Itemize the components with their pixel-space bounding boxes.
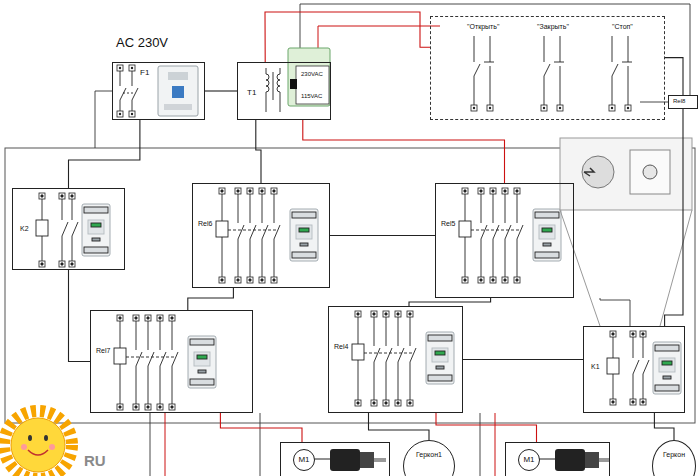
node-label: K2 <box>19 225 30 233</box>
node-label: Rel8 <box>672 98 686 105</box>
relay-box: K1 <box>583 326 685 413</box>
transformer-box: T1 230VAC 115VAC <box>237 62 331 120</box>
wire <box>205 90 237 91</box>
contactor-box: Rel6 <box>192 183 330 288</box>
node-label: "Стоп" <box>611 23 634 31</box>
wire <box>256 120 261 183</box>
contactor-box: Rel5 <box>435 183 574 298</box>
wire <box>409 298 491 306</box>
wire <box>220 413 302 442</box>
node-label: 115VAC <box>300 93 323 100</box>
wire <box>369 413 430 440</box>
contactor-box: Rel7 <box>90 310 253 413</box>
wire <box>265 12 430 62</box>
wire <box>330 235 435 236</box>
node-label: 230VAC <box>300 71 324 78</box>
node-label: Rel4 <box>333 343 349 351</box>
node-label: Rel6 <box>197 220 213 228</box>
reed-switch: Геркон1 <box>403 440 455 476</box>
wire <box>665 58 683 95</box>
node-label: F1 <box>139 69 150 78</box>
motor-box: M1 <box>505 442 610 476</box>
watermark-text: RU <box>84 452 106 469</box>
breaker-panel: AC 230VF1 <box>112 62 205 120</box>
node-label: T1 <box>246 89 257 98</box>
wire <box>463 359 583 360</box>
wire <box>69 120 140 188</box>
wire <box>69 270 91 362</box>
wire <box>665 109 683 326</box>
node-label: Rel7 <box>95 347 111 355</box>
relay-box: Rel8 <box>668 95 698 109</box>
wire <box>654 413 674 440</box>
node-label: M1 <box>518 449 540 471</box>
button-panel: "Открыть" "Закрыть" "Стоп" <box>430 16 665 120</box>
node-label: "Открыть" <box>466 23 500 31</box>
wire <box>188 288 234 310</box>
node-label: Геркон1 <box>415 451 443 459</box>
node-label: Геркон <box>662 451 686 459</box>
motor-box: M1 <box>280 442 390 476</box>
wire <box>303 120 505 183</box>
wire <box>436 413 537 442</box>
contactor-box: Rel4 <box>328 306 463 413</box>
node-label: "Закрыть" <box>536 23 570 31</box>
node-label: K1 <box>590 363 601 371</box>
node-label: AC 230V <box>115 36 169 50</box>
reed-switch: Геркон <box>652 440 696 476</box>
node-label: M1 <box>293 449 315 471</box>
node-label: Rel5 <box>440 220 456 228</box>
relay-box: K2 <box>12 188 125 270</box>
